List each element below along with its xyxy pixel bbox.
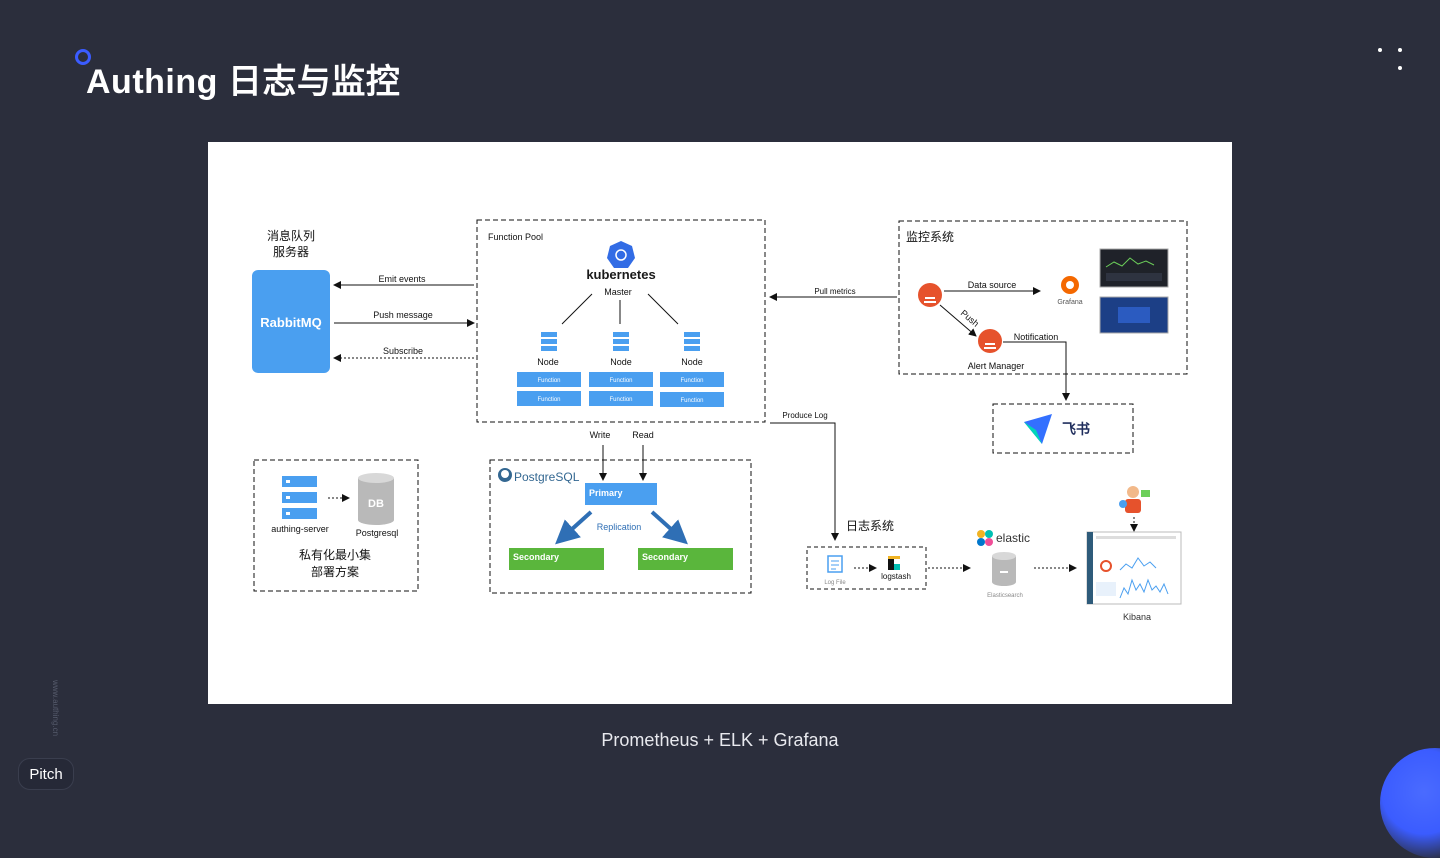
- title-ring-icon: [75, 49, 91, 65]
- kubernetes-label: kubernetes: [586, 267, 655, 282]
- node-server-icon: [541, 332, 700, 351]
- alertmanager-icon: [978, 329, 1002, 353]
- db-icon-label: DB: [368, 498, 384, 510]
- kibana-dashboard-thumb: [1086, 531, 1182, 605]
- kibana-label: Kibana: [1123, 612, 1151, 622]
- slide-caption: Prometheus + ELK + Grafana: [601, 730, 839, 750]
- emit-events-label: Emit events: [378, 274, 426, 284]
- master-label: Master: [604, 287, 632, 297]
- postgresql-label: Postgresql: [356, 528, 399, 538]
- menu-dots-icon[interactable]: [1376, 44, 1406, 74]
- function-pool-label: Function Pool: [488, 232, 543, 242]
- grafana-dashboard-thumb: [1099, 248, 1169, 288]
- data-source-label: Data source: [968, 280, 1017, 290]
- elasticsearch-db-icon: [992, 552, 1016, 586]
- rabbitmq-label: RabbitMQ: [260, 315, 321, 330]
- notification-label: Notification: [1014, 332, 1059, 342]
- website-url: www.authing.cn: [51, 680, 60, 737]
- architecture-diagram: 消息队列 服务器 RabbitMQ Emit events Push messa…: [208, 142, 1232, 704]
- rabbitmq-box: [252, 270, 330, 373]
- secondary-box: [509, 548, 604, 570]
- mq-title-line2: 服务器: [273, 244, 309, 259]
- logstash-icon: [888, 556, 900, 570]
- postgresql-logo: PostgreSQL: [514, 470, 580, 484]
- node-label: Node: [681, 357, 703, 367]
- function-box: [517, 372, 724, 407]
- pull-metrics-label: Pull metrics: [814, 287, 855, 296]
- produce-log-label: Produce Log: [782, 411, 827, 420]
- log-file-label: Log File: [824, 580, 846, 586]
- alert-manager-label: Alert Manager: [968, 361, 1025, 371]
- user-avatar-icon: [1119, 486, 1150, 513]
- function-label: Function: [680, 378, 703, 384]
- postgres-cluster-box: [489, 459, 752, 594]
- decorative-blob: [1380, 748, 1440, 858]
- log-system-label: 日志系统: [846, 519, 894, 533]
- function-label: Function: [537, 378, 560, 384]
- authing-server-label: authing-server: [271, 524, 329, 534]
- elasticsearch-label: Elasticsearch: [987, 593, 1023, 599]
- feishu-box: [992, 403, 1134, 454]
- prometheus-icon: [918, 283, 942, 307]
- replication-label: Replication: [597, 522, 642, 532]
- logstash-label: logstash: [881, 572, 911, 581]
- monitor-label: 监控系统: [906, 230, 954, 244]
- push-message-label: Push message: [373, 310, 433, 320]
- log-collect-box: [806, 546, 927, 590]
- function-label: Function: [609, 397, 632, 403]
- write-label: Write: [590, 430, 611, 440]
- function-label: Function: [680, 398, 703, 404]
- primary-box: [585, 483, 657, 505]
- secondary-box: [638, 548, 733, 570]
- mq-title-line1: 消息队列: [267, 228, 315, 243]
- subscribe-label: Subscribe: [383, 346, 423, 356]
- db-icon: [358, 473, 394, 525]
- secondary-label: Secondary: [642, 552, 688, 562]
- monitor-box: [898, 220, 1188, 375]
- feishu-icon: [1024, 414, 1052, 444]
- node-label: Node: [537, 357, 559, 367]
- kubernetes-icon: [607, 241, 635, 268]
- authing-server-icon: [282, 476, 317, 519]
- function-pool-box: [476, 219, 766, 423]
- push-label: Push: [959, 308, 981, 329]
- log-file-icon: [827, 555, 843, 573]
- elastic-logo-icon: [977, 530, 993, 546]
- node-label: Node: [610, 357, 632, 367]
- private-deploy-line2: 部署方案: [311, 564, 359, 579]
- private-deploy-box: [253, 459, 419, 592]
- function-label: Function: [537, 397, 560, 403]
- secondary-label: Secondary: [513, 552, 559, 562]
- postgresql-elephant-icon: [498, 468, 512, 482]
- page-title: Authing 日志与监控: [86, 63, 401, 101]
- read-label: Read: [632, 430, 654, 440]
- elastic-label: elastic: [996, 531, 1030, 545]
- pitch-badge[interactable]: Pitch: [18, 758, 74, 790]
- primary-label: Primary: [589, 488, 623, 498]
- private-deploy-line1: 私有化最小集: [299, 547, 371, 562]
- grafana-label: Grafana: [1057, 299, 1082, 306]
- function-label: Function: [609, 378, 632, 384]
- feishu-label: 飞书: [1062, 421, 1090, 437]
